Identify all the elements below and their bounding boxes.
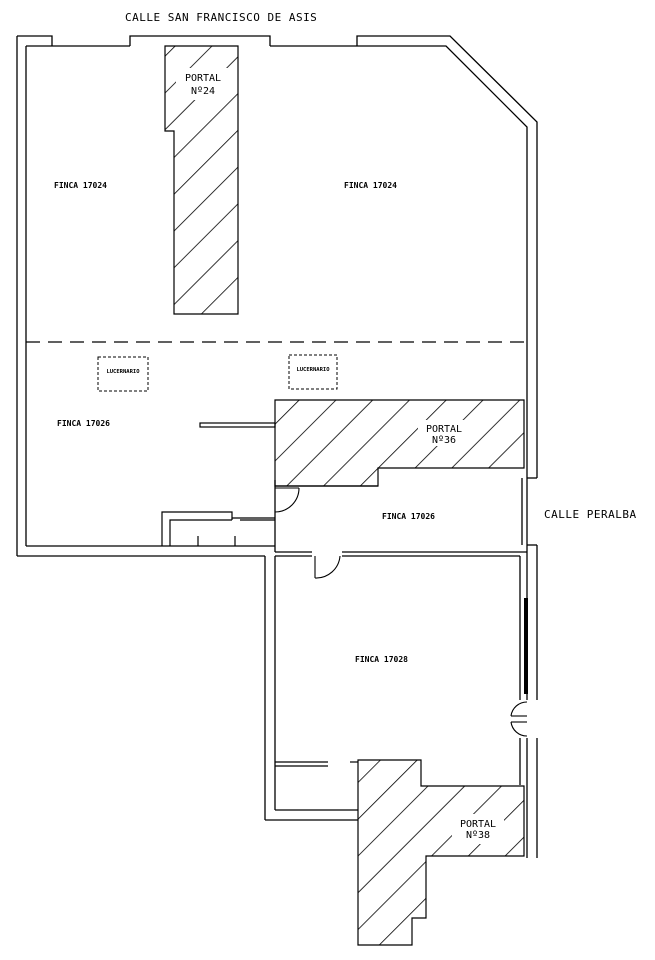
skylight-left-label: LUCERNARIO <box>106 369 140 375</box>
room-label-finca-17026-left: FINCA 17026 <box>57 419 110 428</box>
portal-24-area <box>164 45 239 315</box>
room-label-finca-17026-center: FINCA 17026 <box>382 512 435 521</box>
doors <box>274 487 528 737</box>
east-window <box>524 598 528 694</box>
skylight-right-box <box>288 354 338 390</box>
skylights <box>97 354 338 392</box>
portal-36-label-line1: PORTAL <box>426 424 462 435</box>
portal-36-area <box>274 399 525 487</box>
portal-24-label-line2: Nº24 <box>191 86 215 97</box>
skylight-right-label: LUCERNARIO <box>296 367 330 373</box>
portal-36-label-line2: Nº36 <box>432 435 456 446</box>
room-label-finca-17024-left: FINCA 17024 <box>54 181 107 190</box>
portal-38-label-line2: Nº38 <box>466 830 490 841</box>
street-label-east: CALLE PERALBA <box>544 508 637 521</box>
room-label-finca-17028: FINCA 17028 <box>355 655 408 664</box>
street-label-north: CALLE SAN FRANCISCO DE ASIS <box>125 11 317 24</box>
skylight-left-box <box>97 356 149 392</box>
portal-38-area <box>357 759 525 946</box>
portal-38-label-line1: PORTAL <box>460 819 496 830</box>
room-label-finca-17024-right: FINCA 17024 <box>344 181 397 190</box>
portal-24-label-line1: PORTAL <box>185 73 221 84</box>
